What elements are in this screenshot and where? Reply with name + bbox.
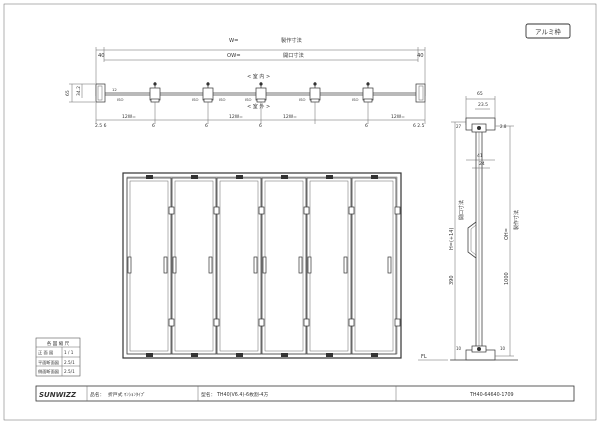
right-edge-dims: 6 2.5 <box>413 123 425 129</box>
plan-hinges <box>149 82 374 103</box>
leaf-handles <box>127 256 392 274</box>
panel-label-6: ISO <box>352 97 359 102</box>
name-label: 品名： <box>90 391 104 398</box>
front-elevation <box>122 172 402 359</box>
scale-row-3-value: 2.5/1 <box>64 369 75 374</box>
seg-label-5: 6 <box>259 123 262 129</box>
scale-row-2-value: 2.5/1 <box>64 360 75 365</box>
side-section: 65 23.5 41 24 H=(+14) 390 <box>418 91 520 361</box>
badge-text: アルミ枠 <box>535 27 561 36</box>
top-width: 65 <box>477 91 483 97</box>
ow-total: 開口寸法 <box>283 51 304 59</box>
interior-label: < 室 内 > <box>247 73 270 80</box>
panel-label-3: ISO <box>219 97 226 102</box>
seg-label-8: 12W= <box>391 114 405 120</box>
logo: SUNWIZZ <box>39 391 77 399</box>
w-total: 製作寸法 <box>281 36 302 44</box>
plan-height-34: 34.2 <box>76 86 82 96</box>
lower-label-1: 390 <box>449 275 455 285</box>
ow-label: OW= <box>227 53 241 59</box>
panel-label-4: ISO <box>245 97 252 102</box>
model-value: TH40(V6.4)-6枚割-4方 <box>216 391 268 398</box>
scale-table: 各 図 縮 尺 正 面 図 1 / 1 平面断面図 2.5/1 側面断面図 2.… <box>35 337 81 377</box>
sheet-border <box>3 3 597 421</box>
material-badge: アルミ枠 <box>525 23 571 39</box>
small-dim-1: 27 <box>456 124 462 129</box>
seg-label-7: 6 <box>365 123 368 129</box>
seg-label-2: 6 <box>152 123 155 129</box>
small-dim-4: 10 <box>456 346 462 351</box>
plan-height-65: 65 <box>65 90 71 96</box>
oh-total: 開口寸法 <box>458 200 465 220</box>
right-offset: 40 <box>417 53 424 59</box>
mid-dim-41: 41 <box>477 153 483 159</box>
oh-label: OH= <box>504 228 510 240</box>
title-block: SUNWIZZ 品名： 折戸式 ﾏﾝｼｮﾝﾀｲﾌﾟ 型名： TH40(V6.4)… <box>35 385 575 402</box>
panel-label-5: ISO <box>299 97 306 102</box>
left-offset: 40 <box>98 53 105 59</box>
h-label: H=(+14) <box>449 228 455 250</box>
elevation-hinges <box>146 175 401 357</box>
scale-row-1-value: 1 / 1 <box>64 350 74 355</box>
scale-row-3-name: 側面断面図 <box>38 368 59 375</box>
scale-row-1-name: 正 面 図 <box>38 350 53 356</box>
w-label: W= <box>229 38 238 44</box>
small-dim-3: 10 <box>500 346 506 351</box>
seg-label-6: 12W= <box>283 114 297 120</box>
plan-left-frame <box>95 83 106 103</box>
panel-height: 12 <box>112 87 117 92</box>
h-total: 製作寸法 <box>513 210 520 230</box>
drawing-code: TH40-64640-1709 <box>469 392 514 398</box>
outer-frame <box>122 172 402 359</box>
model-label: 型名： <box>201 391 215 398</box>
exterior-label: < 室 外 > <box>247 103 270 110</box>
name-value: 折戸式 ﾏﾝｼｮﾝﾀｲﾌﾟ <box>108 391 146 398</box>
panel-label-2: ISO <box>192 97 199 102</box>
plan-right-frame <box>415 83 426 103</box>
small-dim-2: 2.8 <box>500 124 507 129</box>
seg-label-1: 12W= <box>122 114 136 120</box>
scale-title: 各 図 縮 尺 <box>47 340 70 347</box>
panel-label-1: ISO <box>117 97 124 102</box>
lower-label-2: 1000 <box>504 272 510 285</box>
plan-section: W= 製作寸法 40 40 OW= 開口寸法 < 室 内 > < 室 外 > 6… <box>65 36 426 129</box>
scale-row-2-name: 平面断面図 <box>38 359 59 366</box>
seg-label-3: 6 <box>205 123 208 129</box>
seg-label-4: 12W= <box>229 114 243 120</box>
top-sub: 23.5 <box>478 102 488 108</box>
left-edge-dims: 2.5 6 <box>95 123 107 129</box>
sill-label: FL <box>421 354 427 360</box>
section-handle <box>467 221 477 259</box>
